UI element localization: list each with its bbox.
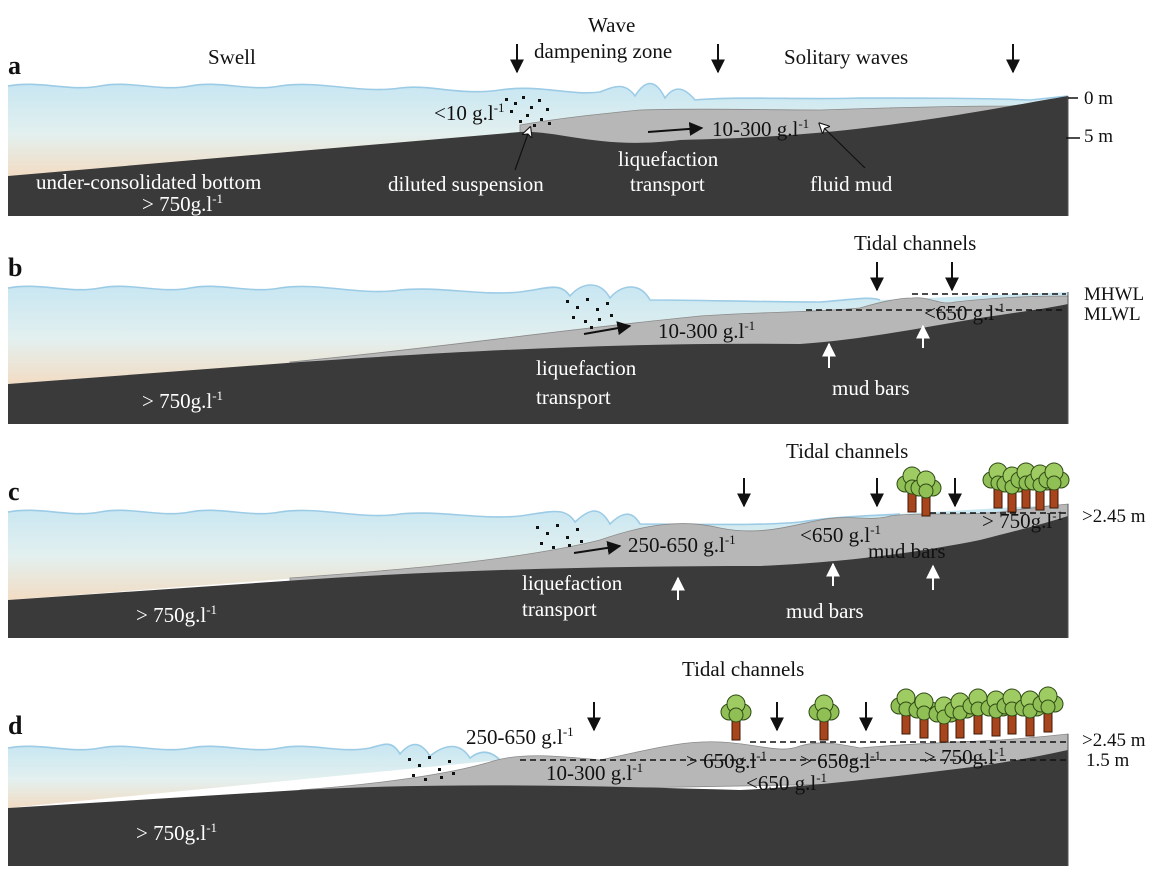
annotation: transport xyxy=(522,597,597,621)
seabed xyxy=(8,750,1068,866)
annotation: fluid mud xyxy=(810,172,893,196)
annotation: liquefaction xyxy=(536,356,637,380)
suspension-particles xyxy=(408,756,455,781)
annotation: transport xyxy=(536,385,611,409)
annotation: mud bars xyxy=(868,539,946,563)
concentration-label: <10 g.l-1 xyxy=(434,100,505,125)
tidal-channels-title: Tidal channels xyxy=(786,439,908,463)
concentration-label: > 750g.l-1 xyxy=(924,744,1005,769)
zone-label-swell: Swell xyxy=(208,45,256,69)
depth-label: 0 m xyxy=(1084,88,1113,109)
pointer-arrow xyxy=(514,128,530,171)
concentration-label: > 650g.l-1 xyxy=(800,748,881,773)
wave-line xyxy=(7,509,901,526)
tidal-channels-title: Tidal channels xyxy=(682,657,804,681)
panel-letter: c xyxy=(8,477,20,506)
annotation: mud bars xyxy=(832,376,910,400)
concentration-label: <650 g.l-1 xyxy=(800,522,881,547)
concentration-label: > 750g.l-1 xyxy=(142,388,223,413)
seabed xyxy=(8,516,1068,638)
concentration-label: > 750g.l-1 xyxy=(142,191,223,216)
seabed xyxy=(8,304,1068,424)
zone-label-wave: Wave xyxy=(588,13,635,37)
panel-letter: a xyxy=(8,51,21,80)
annotation: under-consolidated bottom xyxy=(36,170,261,194)
concentration-label: 250-650 g.l-1 xyxy=(628,532,736,557)
level-label: 1.5 m xyxy=(1086,750,1130,771)
concentration-label: 10-300 g.l-1 xyxy=(546,760,643,785)
tidal-channels-title: Tidal channels xyxy=(854,231,976,255)
transport-arrow xyxy=(573,540,622,555)
zone-label-dampening: dampening zone xyxy=(534,39,672,63)
transport-arrow xyxy=(583,321,632,336)
wave-line xyxy=(7,284,881,303)
concentration-label: > 750g.l-1 xyxy=(982,508,1063,533)
water-body xyxy=(8,744,500,808)
wave-line xyxy=(7,743,501,761)
concentration-label: 10-300 g.l-1 xyxy=(712,116,809,141)
annotation: liquefaction xyxy=(522,571,623,595)
concentration-label: 250-650 g.l-1 xyxy=(466,724,574,749)
level-label: MLWL xyxy=(1084,304,1141,325)
panel-d: d Tidal channels >2.45 m 1.5 m 250-650 g… xyxy=(7,657,1146,866)
pointer-arrow xyxy=(820,124,866,169)
annotation: transport xyxy=(630,172,705,196)
depth-label: 5 m xyxy=(1084,126,1113,147)
panel-letter: d xyxy=(8,711,23,740)
annotation: liquefaction xyxy=(618,147,719,171)
concentration-label: > 750g.l-1 xyxy=(136,602,217,627)
suspension-particles xyxy=(536,524,583,549)
annotation: mud bars xyxy=(786,599,864,623)
suspension-particles xyxy=(566,298,613,329)
seabed xyxy=(8,96,1068,216)
concentration-label: > 650g.l-1 xyxy=(686,748,767,773)
wave-line xyxy=(7,82,1069,101)
concentration-label: <650 g.l-1 xyxy=(924,300,1005,325)
annotation: diluted suspension xyxy=(388,172,544,196)
level-label: MHWL xyxy=(1084,284,1144,305)
level-label: >2.45 m xyxy=(1082,730,1146,751)
transport-arrow xyxy=(647,121,704,136)
mangrove-trees xyxy=(720,686,1064,743)
concentration-label: 10-300 g.l-1 xyxy=(658,318,755,343)
concentration-label: > 750g.l-1 xyxy=(136,820,217,845)
concentration-label: <650 g.l-1 xyxy=(746,770,827,795)
zone-label-solitary: Solitary waves xyxy=(784,45,908,69)
panel-letter: b xyxy=(8,253,22,282)
level-label: >2.45 m xyxy=(1082,506,1146,527)
panel-a: a Swell Wave dampening zone Solitary wav… xyxy=(7,13,1113,216)
suspension-particles xyxy=(505,96,551,127)
panel-b: b Tidal channels MHWL MLWL 10-300 g.l-1 … xyxy=(7,231,1144,424)
panel-c: c Tidal channels >2.45 m 250-650 g.l-1 <… xyxy=(7,439,1146,638)
